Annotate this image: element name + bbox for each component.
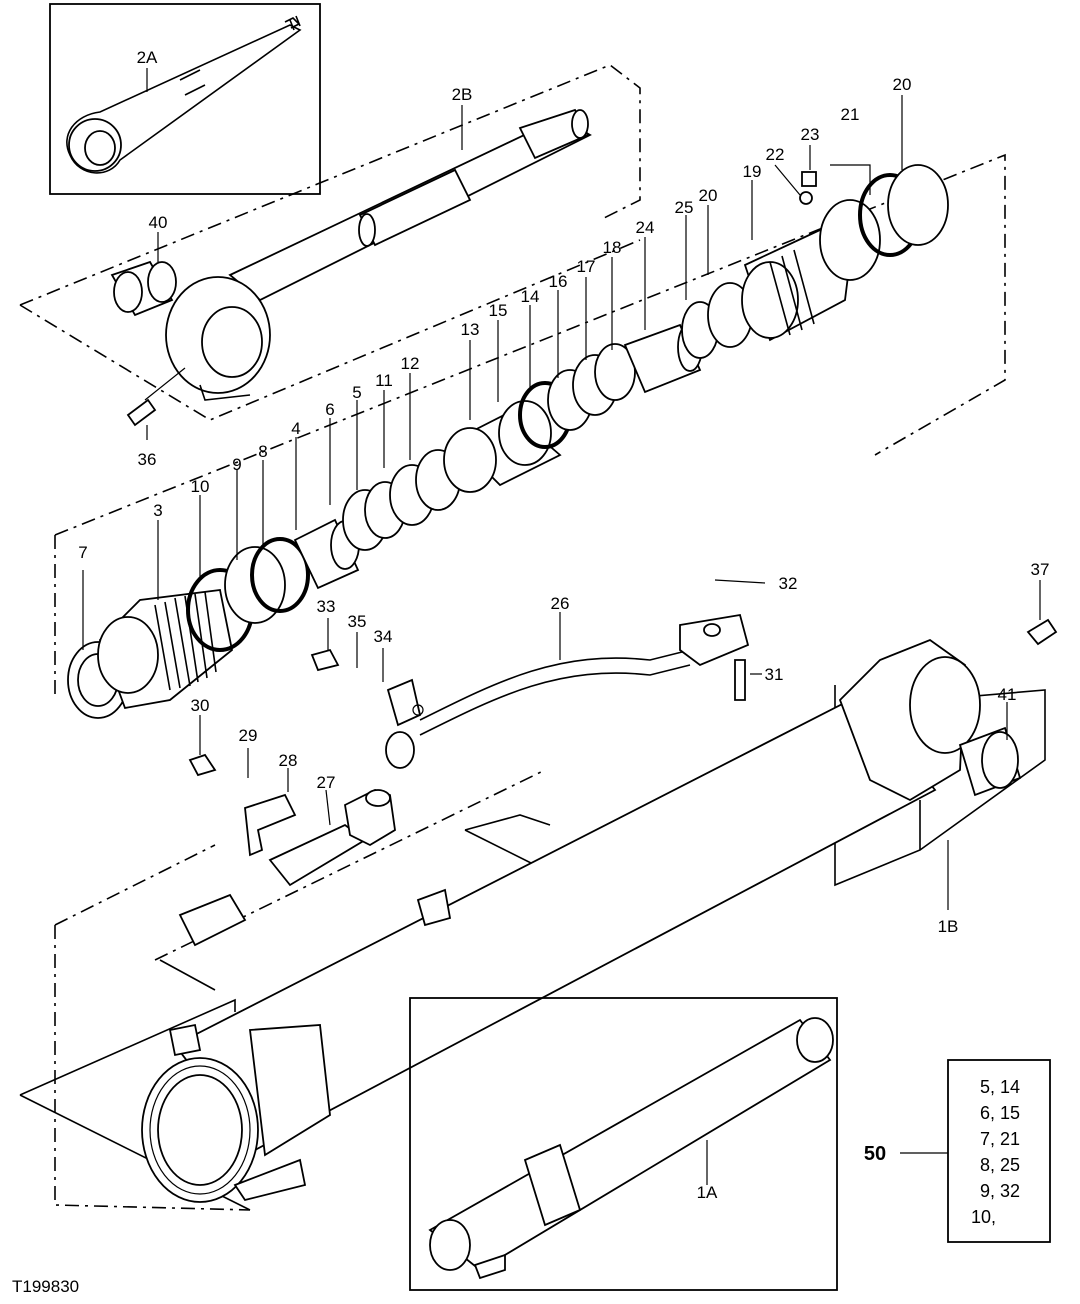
leader-lines <box>82 68 1041 1185</box>
label-8: 8 <box>258 442 267 461</box>
label-20-mid: 20 <box>699 186 718 205</box>
label-10: 10 <box>191 477 210 496</box>
barrel-1b <box>19 613 1058 1211</box>
label-36: 36 <box>138 450 157 469</box>
label-24: 24 <box>636 218 655 237</box>
label-13: 13 <box>461 320 480 339</box>
label-21: 21 <box>841 105 860 124</box>
label-32: 32 <box>779 574 798 593</box>
kit-row: 6, 15 <box>980 1103 1020 1123</box>
piston-seal-row <box>54 153 1006 719</box>
label-4: 4 <box>291 419 300 438</box>
label-11: 11 <box>375 371 393 390</box>
kit-row: 7, 21 <box>980 1129 1020 1149</box>
label-30: 30 <box>191 696 210 715</box>
label-9: 9 <box>232 455 241 474</box>
label-12: 12 <box>401 354 420 373</box>
rod-assembly-2b <box>19 64 641 427</box>
label-2b: 2B <box>452 85 473 104</box>
kit-row: 10, <box>971 1207 996 1227</box>
label-1a: 1A <box>697 1183 718 1202</box>
label-31: 31 <box>765 665 784 684</box>
label-25: 25 <box>675 198 694 217</box>
label-17: 17 <box>577 257 596 276</box>
label-15: 15 <box>489 301 508 320</box>
label-7: 7 <box>78 543 87 562</box>
label-35: 35 <box>348 612 367 631</box>
part-labels: 2A 2B 40 36 23 22 21 20 19 20 25 24 18 1… <box>78 48 1049 1202</box>
cylinder-1a <box>409 997 838 1291</box>
label-22: 22 <box>766 145 785 164</box>
label-2a: 2A <box>137 48 158 67</box>
label-6: 6 <box>325 400 334 419</box>
label-50: 50 <box>864 1143 886 1165</box>
label-5: 5 <box>352 383 361 402</box>
label-29: 29 <box>239 726 258 745</box>
label-27: 27 <box>317 773 336 792</box>
label-14: 14 <box>521 287 540 306</box>
label-19: 19 <box>743 162 762 181</box>
label-33: 33 <box>317 597 336 616</box>
label-28: 28 <box>279 751 298 770</box>
kit-row: 9, 32 <box>980 1181 1020 1201</box>
label-20-top: 20 <box>893 75 912 94</box>
label-18: 18 <box>603 238 622 257</box>
label-34: 34 <box>374 627 393 646</box>
kit-row: 8, 25 <box>980 1155 1020 1175</box>
figure-id: T199830 <box>12 1277 79 1296</box>
label-1b: 1B <box>938 917 959 936</box>
label-16: 16 <box>549 272 568 291</box>
label-26: 26 <box>551 594 570 613</box>
label-40: 40 <box>149 213 168 232</box>
inset-2a <box>49 3 321 195</box>
label-3: 3 <box>153 501 162 520</box>
label-23: 23 <box>801 125 820 144</box>
kit-row: 5, 14 <box>980 1077 1020 1097</box>
kit-50-box <box>947 1059 1051 1243</box>
label-37: 37 <box>1031 560 1050 579</box>
label-41: 41 <box>998 685 1017 704</box>
kit-50-rows: 5, 14 6, 15 7, 21 8, 25 9, 32 10, <box>971 1077 1020 1227</box>
